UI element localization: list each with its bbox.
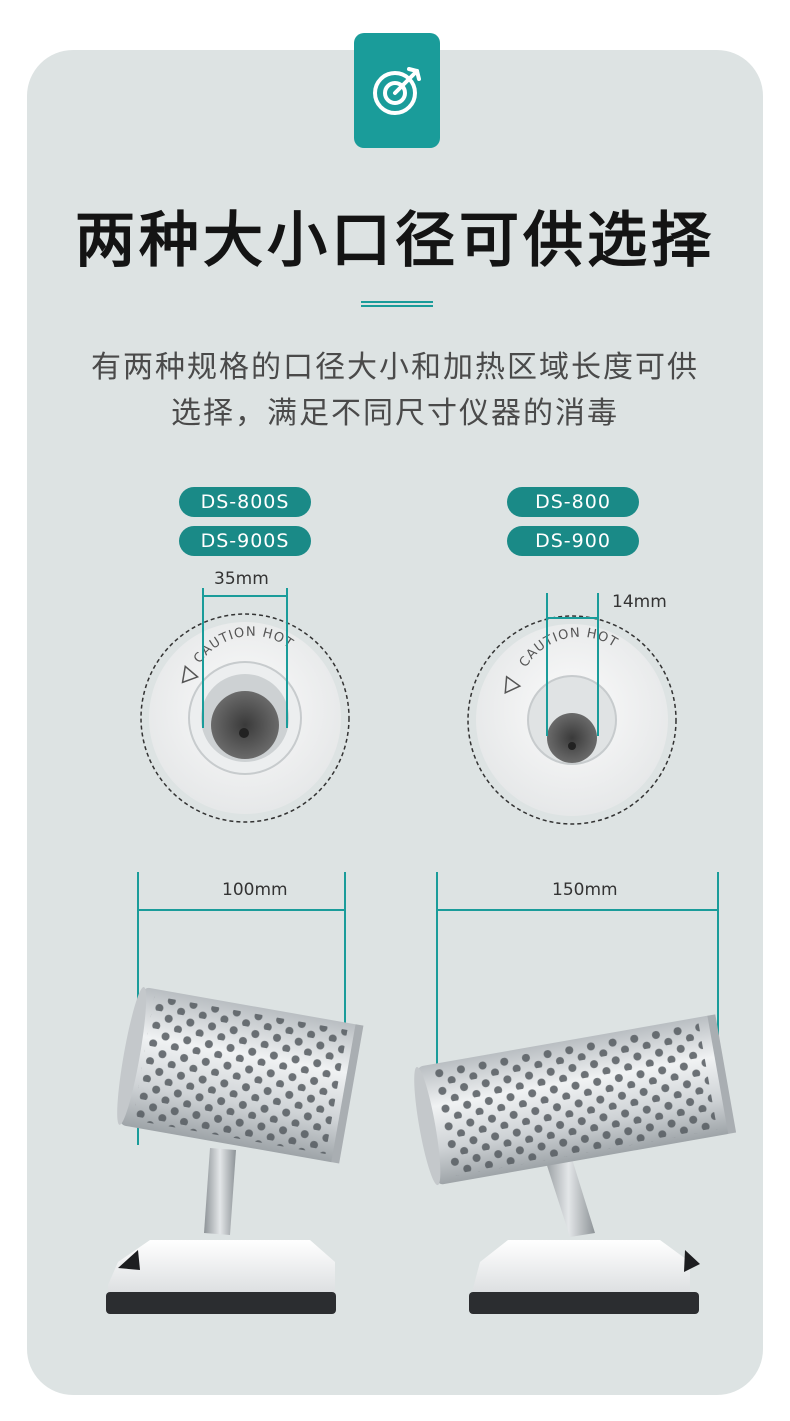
right-top-view: CAUTION HOT — [467, 593, 677, 825]
left-aperture-label: 35mm — [214, 569, 269, 589]
page-title: 两种大小口径可供选择 — [75, 206, 715, 276]
model-pill-ds-800s: DS-800S — [179, 487, 311, 517]
left-top-view: CAUTION HOT — [140, 588, 350, 823]
left-length-label: 100mm — [222, 880, 288, 900]
model-pill-ds-900: DS-900 — [507, 526, 639, 556]
feature-badge — [354, 33, 440, 148]
target-arrow-icon — [373, 66, 421, 115]
title-divider — [361, 301, 433, 307]
model-pill-ds-900s: DS-900S — [179, 526, 311, 556]
right-aperture-label: 14mm — [612, 592, 667, 612]
left-side-view — [106, 872, 364, 1314]
hot-surface-warning-icon — [181, 665, 200, 684]
model-pill-ds-800: DS-800 — [507, 487, 639, 517]
subtitle-line-1: 有两种规格的口径大小和加热区域长度可供 — [91, 350, 699, 385]
subtitle-line-2: 选择，满足不同尺寸仪器的消毒 — [171, 396, 619, 431]
right-side-view — [414, 872, 737, 1314]
right-length-label: 150mm — [552, 880, 618, 900]
